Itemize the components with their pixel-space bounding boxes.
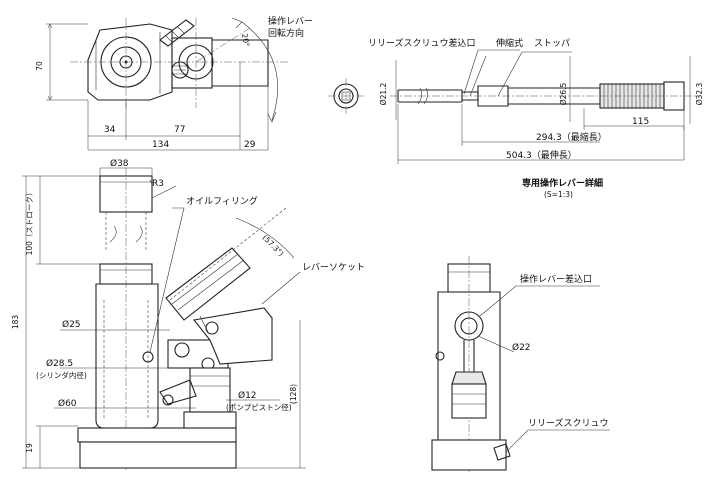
lever-detail [328,49,700,164]
lever-dim-d21: Ø21.2 [379,82,388,105]
label-release-screw: リリーズスクリュウ [528,417,609,429]
lever-detail-title: 専用操作レバー詳細 [522,177,603,189]
top-dim-29: 29 [244,140,256,150]
top-dim-134: 134 [152,140,169,150]
lever-dim-115: 115 [632,117,649,127]
front-dim-d60: Ø60 [58,398,77,409]
label-oil-filling: オイルフィリング [186,195,258,207]
label-telescopic: 伸縮式 [496,37,523,49]
top-view [46,17,290,151]
label-lever-socket: レバーソケット [302,262,365,273]
top-dim-34: 34 [104,125,116,135]
side-dim-d22: Ø22 [512,342,531,353]
front-dim-19: 19 [25,443,34,453]
front-dim-d12: Ø12 [238,390,257,401]
front-dim-d25: Ø25 [62,319,81,330]
top-dim-70: 70 [35,61,44,71]
front-dim-stroke: 100（ストローク） [25,189,34,256]
lever-dim-shortest: 294.3（最縮長） [536,131,607,143]
front-dim-183: 183 [11,315,20,330]
label-lever-inlet: 操作レバー差込口 [520,273,592,285]
front-dim-128: (128) [289,384,298,404]
lever-rotation-label-1: 操作レバー [268,15,313,27]
lever-detail-scale: (S=1:3) [544,190,573,199]
front-note-cyl-inner: (シリンダ内径) [36,370,87,380]
top-dim-77: 77 [174,125,185,135]
label-stopper: ストッパ [534,38,570,49]
front-dim-d38: Ø38 [110,158,129,169]
lever-dim-d32: Ø32.3 [695,82,704,105]
side-view [431,256,610,472]
lever-dim-longest: 504.3（最伸長） [506,149,577,161]
front-view [22,167,306,470]
lever-rotation-label-2: 回転方向 [268,27,304,39]
front-dim-d28: Ø28.5 [46,358,73,369]
front-dim-r3: R3 [152,179,164,189]
top-dim-angle: 20° [240,33,251,48]
label-release-inlet: リリーズスクリュウ差込口 [368,37,476,49]
front-note-pump-piston: (ポンプピストン径) [226,402,292,412]
lever-dim-d26: Ø26.5 [559,82,568,105]
